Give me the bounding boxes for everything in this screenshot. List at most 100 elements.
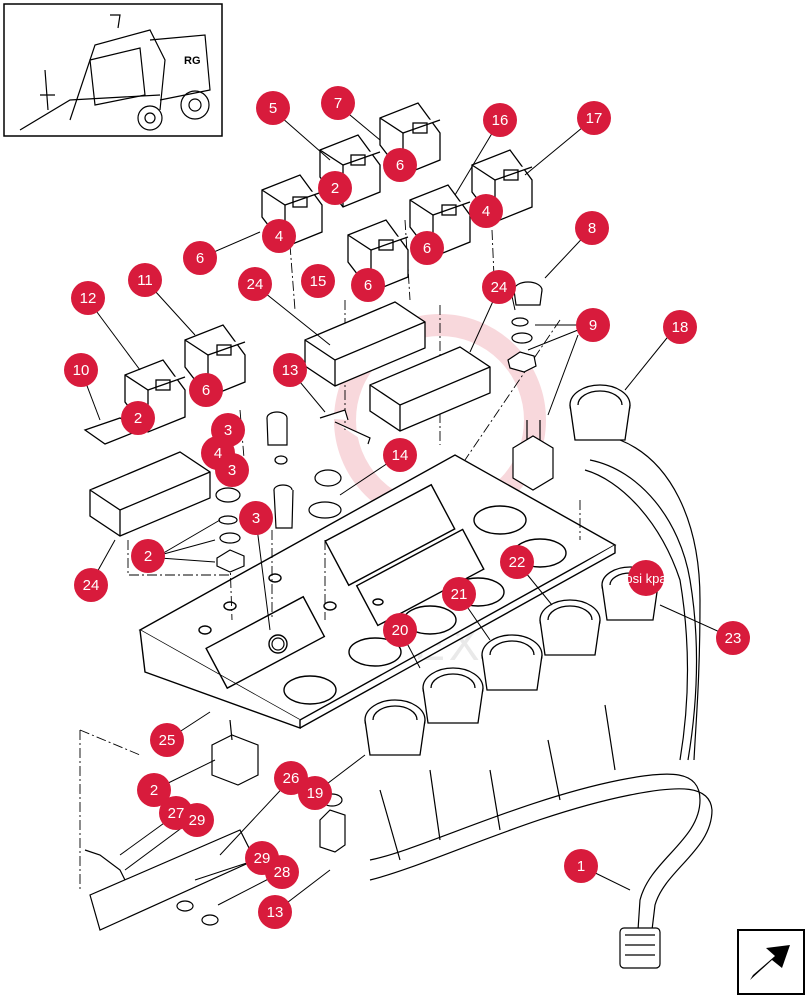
callout-1: 1 (564, 849, 598, 883)
callout-13: 13 (258, 895, 292, 929)
callout-6: 6 (410, 231, 444, 265)
callout-number: 24 (83, 577, 100, 594)
callout-number: 4 (275, 228, 283, 245)
callout-number: 6 (196, 250, 204, 267)
callout-number: 17 (586, 110, 603, 127)
callout-25: 25 (150, 723, 184, 757)
callout-22: 22 (500, 545, 534, 579)
callout-number: 16 (492, 112, 509, 129)
switch-bezels (83, 301, 491, 537)
gauge (539, 599, 601, 656)
callout-number: 13 (282, 362, 299, 379)
callout-number: 19 (307, 785, 324, 802)
callout-number: 4 (482, 203, 490, 220)
callout-number: 13 (267, 904, 284, 921)
callout-13: 13 (273, 353, 307, 387)
callout-6: 6 (383, 148, 417, 182)
gauges (364, 384, 659, 756)
callout-number: 4 (214, 445, 222, 462)
callout-2: 2 (121, 401, 155, 435)
callout-24: 24 (238, 267, 272, 301)
callout-number: 8 (588, 220, 596, 237)
callout-number: 23 (725, 630, 742, 647)
callout-2: 2 (131, 539, 165, 573)
callout-number: 24 (491, 279, 508, 296)
callout-units: psi kpa (625, 560, 667, 596)
machine-label: RG (184, 55, 201, 67)
callout-21: 21 (442, 577, 476, 611)
callout-2: 2 (137, 773, 171, 807)
callout-number: 3 (224, 422, 232, 439)
callout-number: 15 (310, 273, 327, 290)
callout-number: 20 (392, 622, 409, 639)
machine-inset: RG (3, 3, 223, 137)
callout-17: 17 (577, 101, 611, 135)
callout-28: 28 (265, 855, 299, 889)
callout-number: 28 (274, 864, 291, 881)
callout-number: 6 (396, 157, 404, 174)
callout-number: 2 (134, 410, 142, 427)
callout-5: 5 (256, 91, 290, 125)
callout-6: 6 (183, 241, 217, 275)
callout-6: 6 (351, 268, 385, 302)
callout-number: 12 (80, 290, 97, 307)
callout-number: 26 (283, 770, 300, 787)
callout-number: 29 (254, 850, 271, 867)
dashboard-panel (138, 454, 617, 729)
callout-number: 7 (334, 95, 342, 112)
callout-number: 11 (137, 272, 153, 289)
callout-6: 6 (189, 373, 223, 407)
callout-16: 16 (483, 103, 517, 137)
callouts: 5 7 16 17 6 2 4 8 4 6 6 11 15 6 24 24 12… (64, 86, 750, 929)
gauge (364, 699, 426, 756)
callout-15: 15 (301, 264, 335, 298)
callout-number: 22 (509, 554, 526, 571)
callout-7: 7 (321, 86, 355, 120)
callout-29: 29 (180, 803, 214, 837)
callout-20: 20 (383, 613, 417, 647)
callout-number: 6 (423, 240, 431, 257)
callout-14: 14 (383, 438, 417, 472)
gauge (422, 667, 484, 724)
callout-number: 10 (73, 362, 90, 379)
callout-4: 4 (469, 194, 503, 228)
callout-3: 3 (239, 501, 273, 535)
callout-number: 24 (247, 276, 264, 293)
callout-9: 9 (576, 308, 610, 342)
callout-number: 9 (589, 317, 597, 334)
callout-number: 2 (331, 180, 339, 197)
callout-12: 12 (71, 281, 105, 315)
callout-number: 2 (144, 548, 152, 565)
callout-19: 19 (298, 776, 332, 810)
callout-number: 6 (364, 277, 372, 294)
callout-23: 23 (716, 621, 750, 655)
callout-number: 18 (672, 319, 689, 336)
gauge (481, 634, 543, 691)
callout-number: 25 (159, 732, 176, 749)
callout-24: 24 (74, 568, 108, 602)
small-components (84, 281, 554, 931)
callout-number: 14 (392, 447, 409, 464)
callout-24: 24 (482, 270, 516, 304)
callout-4: 4 (262, 219, 296, 253)
callout-number: 6 (202, 382, 210, 399)
callout-18: 18 (663, 310, 697, 344)
callout-number: psi kpa (625, 571, 667, 586)
callout-number: 29 (189, 812, 206, 829)
callout-number: 1 (577, 858, 585, 875)
rocker-switches (124, 102, 533, 433)
callout-number: 21 (451, 586, 468, 603)
callout-number: 2 (150, 782, 158, 799)
gauge (569, 384, 631, 441)
wiring-harness (369, 439, 713, 969)
next-page-button[interactable] (737, 929, 805, 995)
callout-10: 10 (64, 353, 98, 387)
callout-number: 3 (228, 462, 236, 479)
callout-3: 3 (215, 453, 249, 487)
callout-number: 5 (269, 100, 277, 117)
callout-11: 11 (128, 263, 162, 297)
next-arrow-icon (750, 945, 790, 980)
callout-2: 2 (318, 171, 352, 205)
callout-number: 3 (252, 510, 260, 527)
